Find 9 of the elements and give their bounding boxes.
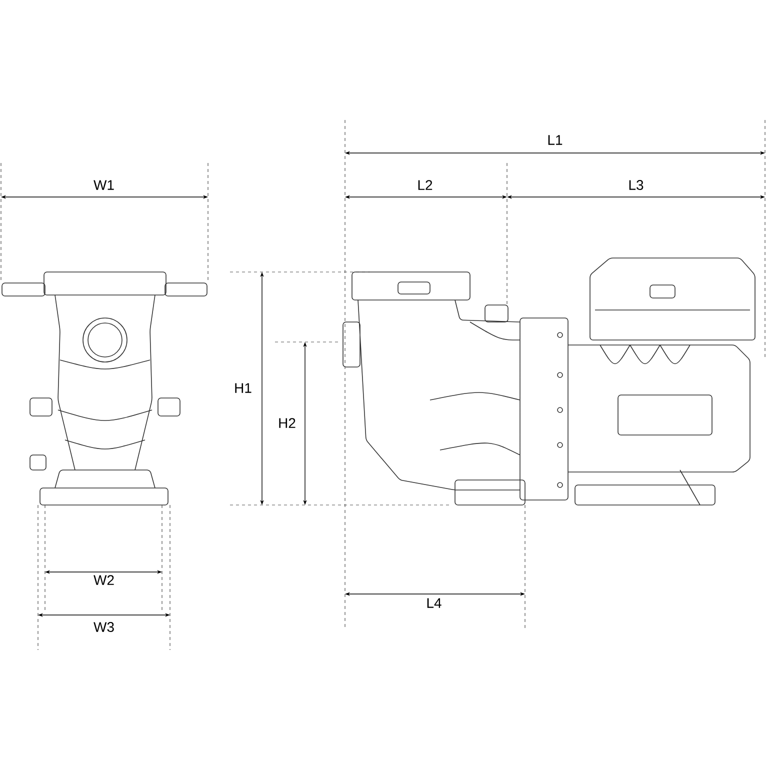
dimension-label: L1: [546, 134, 564, 146]
dimension-label: H2: [276, 416, 298, 430]
dimension-label: L3: [626, 178, 646, 192]
dimension-label: L2: [416, 178, 434, 192]
dimension-label: H1: [232, 382, 254, 394]
dimension-label: W1: [92, 178, 116, 192]
dimension-label: L4: [424, 596, 444, 610]
dimension-label: W3: [92, 620, 116, 634]
dimension-label: W2: [92, 574, 116, 586]
